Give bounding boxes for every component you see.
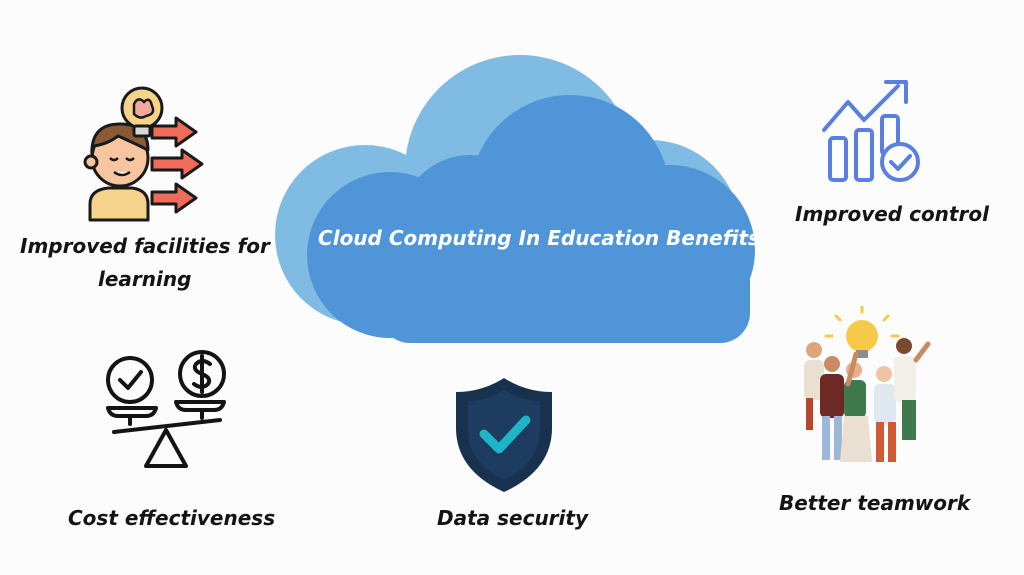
benefit-learning-line1: Improved facilities for: [20, 234, 270, 258]
center-title: Cloud Computing In Education Benefits: [318, 226, 760, 250]
shield-check-icon: [456, 378, 552, 492]
growth-chart-check-icon: [822, 80, 920, 182]
cloud-shape: [275, 55, 755, 343]
benefit-control-label: Improved control: [795, 202, 989, 226]
benefit-learning-line2: learning: [98, 267, 192, 291]
benefit-cost-label: Cost effectiveness: [68, 506, 276, 530]
balance-scale-dollar-icon: [106, 350, 226, 468]
cloud-front: [307, 95, 755, 343]
benefit-security-label: Data security: [437, 506, 588, 530]
team-lightbulb-icon: [804, 306, 931, 462]
benefit-teamwork-label: Better teamwork: [779, 491, 971, 515]
student-brain-idea-icon: [83, 86, 204, 222]
